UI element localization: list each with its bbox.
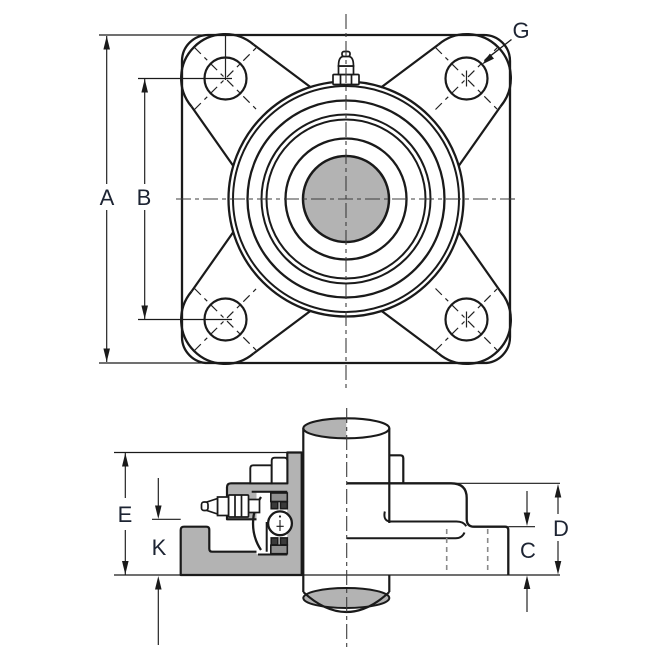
bolt-hole-crosshairs [194,47,498,351]
top-view [99,14,516,388]
arrow-up-icon [554,484,562,498]
bolt-hole-center-ticks [224,35,468,328]
dim-label-a: A [100,185,115,210]
dim-label-d: D [553,516,569,541]
dim-label-k: K [152,535,167,560]
dim-e [122,453,129,575]
arrow-down-icon [122,561,129,575]
lobe-arc-top-left [180,33,255,108]
arrow-icon [482,53,494,65]
hub-bore-edge [383,511,468,527]
arrow-down-icon [103,348,110,362]
hub-face-edge [346,532,466,540]
arrow-down-icon [141,305,148,319]
arrow-up-icon [141,79,148,93]
hub-outline [346,482,510,575]
side-extension-lines [114,451,560,576]
dim-g-leader [482,38,512,65]
dim-k [155,478,162,645]
collar-section-outer [249,464,273,485]
lobe-arc-bottom-left [180,290,255,365]
dim-b [138,77,232,321]
dimension-labels: A B G E K C D [100,18,569,563]
ball-center-mark [276,515,284,531]
dim-label-e: E [118,502,133,527]
dim-c [523,491,531,612]
arrow-up-icon [122,453,129,467]
hub-external [346,454,510,575]
collar-right [389,454,405,484]
grease-fitting-side [200,494,261,518]
bearing-stack [266,492,294,555]
shaft-top-face-gray [303,418,347,439]
lobe-arc-top-right [437,33,512,108]
lobe-arc-bottom-right [437,290,512,365]
arrow-up-icon [103,36,110,50]
collar-section-inner [270,456,289,485]
dim-label-g: G [512,18,529,43]
arrow-up-icon [523,575,531,589]
dim-a [99,34,226,364]
dim-label-b: B [137,185,152,210]
side-section-view [114,408,562,650]
top-view-centerlines [176,14,516,388]
casting-profile-lines [190,43,502,355]
hidden-setscrew-lines [445,529,489,574]
arrow-down-icon [155,505,162,519]
arrow-down-icon [554,561,562,575]
dim-d [554,484,562,575]
dim-label-c: C [520,538,536,563]
arrow-up-icon [155,576,162,590]
arrow-down-icon [523,512,531,526]
